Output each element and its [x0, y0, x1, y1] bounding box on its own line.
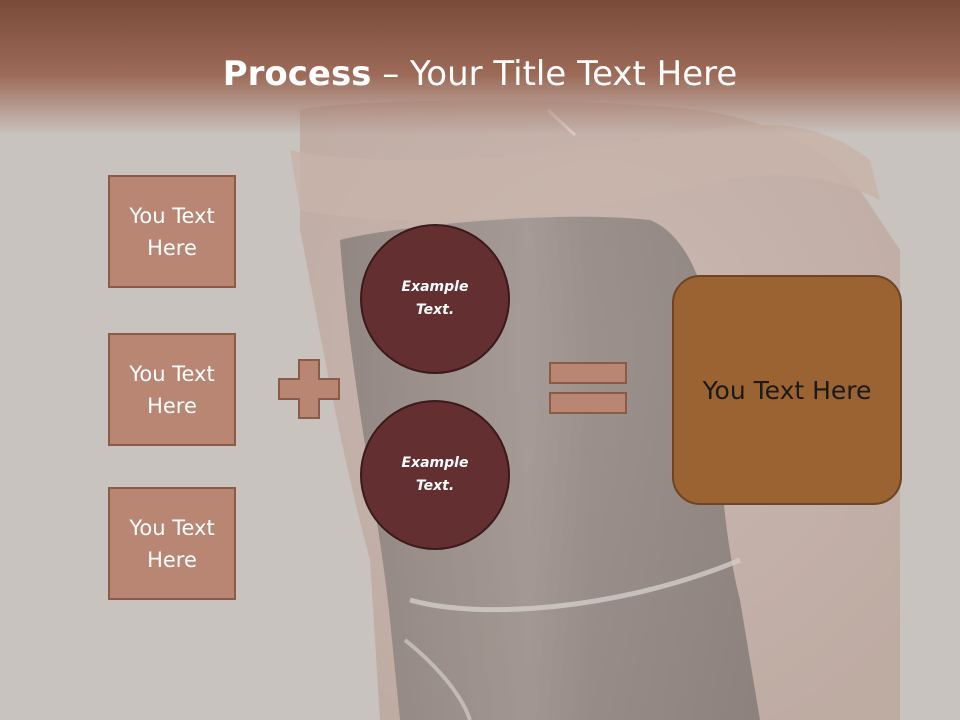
- example-circle-2: Example Text.: [360, 400, 510, 550]
- input-box-1: You Text Here: [108, 175, 236, 288]
- input-box-3: You Text Here: [108, 487, 236, 600]
- circle-text: Example Text.: [401, 455, 469, 494]
- input-box-text: You Text Here: [129, 203, 215, 260]
- circle-text: Example Text.: [401, 279, 469, 318]
- result-box: You Text Here: [672, 275, 902, 505]
- input-box-2: You Text Here: [108, 333, 236, 446]
- title-rest: – Your Title Text Here: [371, 54, 738, 94]
- result-text: You Text Here: [702, 375, 872, 405]
- title-bold: Process: [222, 54, 372, 94]
- equals-icon: [549, 362, 627, 414]
- example-circle-1: Example Text.: [360, 224, 510, 374]
- input-box-text: You Text Here: [129, 361, 215, 418]
- slide-title: Process – Your Title Text Here: [0, 52, 960, 96]
- title-band: [0, 0, 960, 135]
- plus-icon: [278, 359, 340, 419]
- input-box-text: You Text Here: [129, 515, 215, 572]
